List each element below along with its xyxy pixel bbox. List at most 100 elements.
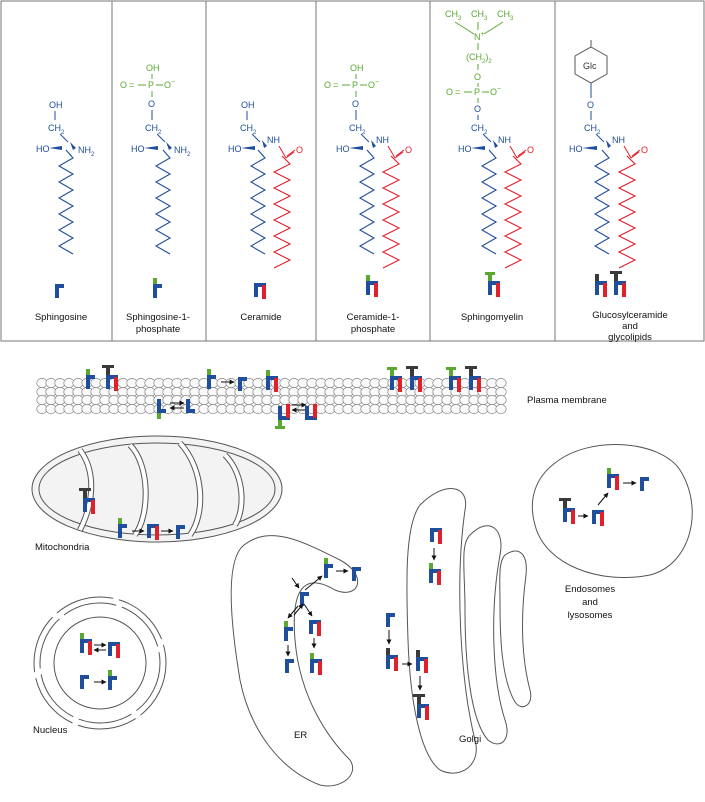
o-label: O — [148, 99, 155, 109]
er-label: ER — [294, 730, 307, 741]
ho-label: HO — [458, 144, 472, 154]
lysosomes-label: lysosomes — [568, 610, 613, 621]
lipid-headgroup — [495, 378, 507, 388]
ch2-label: CH2 — [584, 123, 601, 136]
oh-label: OH — [350, 63, 364, 73]
sphingomyelin-icon — [485, 272, 500, 297]
ch2-label: CH2 — [240, 123, 257, 136]
ho-label: HO — [131, 144, 145, 154]
ch2-label: CH2 — [145, 123, 162, 136]
panel-label-s1p-line2: phosphate — [136, 324, 180, 335]
panel-label-ceramide: Ceramide — [240, 312, 281, 323]
nh-label: NH — [612, 135, 625, 145]
c1p-structure: OH O = P O− O CH2 HO NH O — [324, 63, 412, 159]
glucosylceramide-icon — [595, 274, 607, 297]
o-label: O — [527, 145, 534, 155]
o-minus-label: O− — [368, 79, 379, 90]
plasma-membrane-label: Plasma membrane — [527, 395, 607, 406]
o-label: O — [474, 104, 481, 114]
s1p-structure: OH O = P O− O CH2 HO NH2 — [120, 63, 191, 158]
fatty-acid-chain — [617, 155, 637, 269]
oh-label: OH — [49, 100, 63, 110]
nh-label: NH — [267, 135, 280, 145]
ch3-label: CH3 — [497, 9, 514, 22]
structures-panel — [0, 0, 705, 342]
sphingoid-chain — [358, 149, 376, 255]
glucosylceramide-icon — [386, 648, 398, 671]
panel-label-glucosylceramide: Glucosylceramide — [592, 310, 668, 321]
ch2-label: CH2 — [471, 123, 488, 136]
o-label: O — [446, 87, 453, 97]
o-label: O — [324, 80, 331, 90]
fatty-acid-chain — [272, 155, 292, 269]
ceramide-structure: OH CH2 HO NH O — [228, 100, 303, 159]
golgi-label: Golgi — [459, 734, 481, 745]
glycolipid-icon — [610, 271, 626, 297]
panel-label-c1p-line2: phosphate — [351, 324, 395, 335]
p-label: P — [474, 87, 480, 97]
sphingoid-chain — [154, 149, 172, 255]
panel-label-and: and — [622, 321, 638, 332]
s1p-icon — [153, 278, 162, 298]
nucleus — [33, 596, 167, 730]
ch2-2-label: (CH2)2 — [466, 52, 492, 65]
p-label: P — [148, 80, 154, 90]
glucosylceramide-structure: Glc O CH2 HO NH O — [569, 40, 648, 159]
oh-label: OH — [241, 100, 255, 110]
ho-label: HO — [336, 144, 350, 154]
nh-label: NH — [376, 135, 389, 145]
o-minus-label: O− — [490, 86, 501, 97]
eq-label: = — [129, 80, 134, 90]
nh2-label: NH2 — [78, 145, 95, 158]
sphingosine-structure: OH CH2 HO NH2 — [36, 100, 95, 158]
hydrocarbon-chains — [57, 149, 637, 269]
eq-label: = — [455, 87, 460, 97]
ho-label: HO — [36, 144, 50, 154]
o-label: O — [405, 145, 412, 155]
n-plus-label: N+ — [474, 31, 485, 42]
panel-label-glycolipids: glycolipids — [608, 332, 652, 343]
mitochondria-label: Mitochondria — [35, 542, 90, 553]
ho-label: HO — [228, 144, 242, 154]
ceramide-icon — [309, 620, 321, 636]
endosome — [531, 444, 693, 579]
nh-label: NH — [498, 135, 511, 145]
panel-label-sphingomyelin: Sphingomyelin — [461, 312, 523, 323]
fatty-acid-chain — [503, 155, 523, 269]
plasma-membrane — [36, 378, 507, 414]
o-label: O — [120, 80, 127, 90]
ceramide-icon — [254, 283, 266, 299]
glc-label: Glc — [583, 61, 597, 71]
o-label: O — [352, 99, 359, 109]
c1p-icon — [366, 275, 378, 297]
sphingomyelin-structure: CH3 CH3 CH3 N+ (CH2)2 O O = P O− O CH2 H… — [445, 9, 534, 159]
sphingosine-icon — [386, 613, 395, 627]
ho-label: HO — [569, 144, 583, 154]
golgi-cisterna — [406, 488, 477, 774]
ch2-label: CH2 — [349, 123, 366, 136]
sphingoid-chain — [593, 149, 611, 255]
lipid-headgroup — [495, 395, 507, 405]
o-minus-label: O− — [164, 79, 175, 90]
sphingoid-chain — [480, 149, 498, 255]
ch3-label: CH3 — [445, 9, 462, 22]
oh-label: OH — [146, 63, 160, 73]
nucleus-label: Nucleus — [33, 725, 68, 736]
c1p-icon — [310, 653, 322, 675]
sphingoid-chain — [57, 149, 75, 255]
p-label: P — [352, 80, 358, 90]
o-label: O — [587, 100, 594, 110]
o-label: O — [296, 145, 303, 155]
endosomes-label: Endosomes — [565, 584, 615, 595]
endosomes-label-and: and — [582, 597, 598, 608]
o-label: O — [474, 72, 481, 82]
eq-label: = — [333, 80, 338, 90]
sphingosine-icon — [55, 284, 64, 298]
lipid-headgroup — [495, 404, 507, 414]
ch3-label: CH3 — [471, 9, 488, 22]
golgi-cisterna — [499, 550, 532, 708]
o-label: O — [641, 145, 648, 155]
panel-label-c1p: Ceramide-1- — [347, 312, 400, 323]
fatty-acid-chain — [381, 155, 401, 269]
